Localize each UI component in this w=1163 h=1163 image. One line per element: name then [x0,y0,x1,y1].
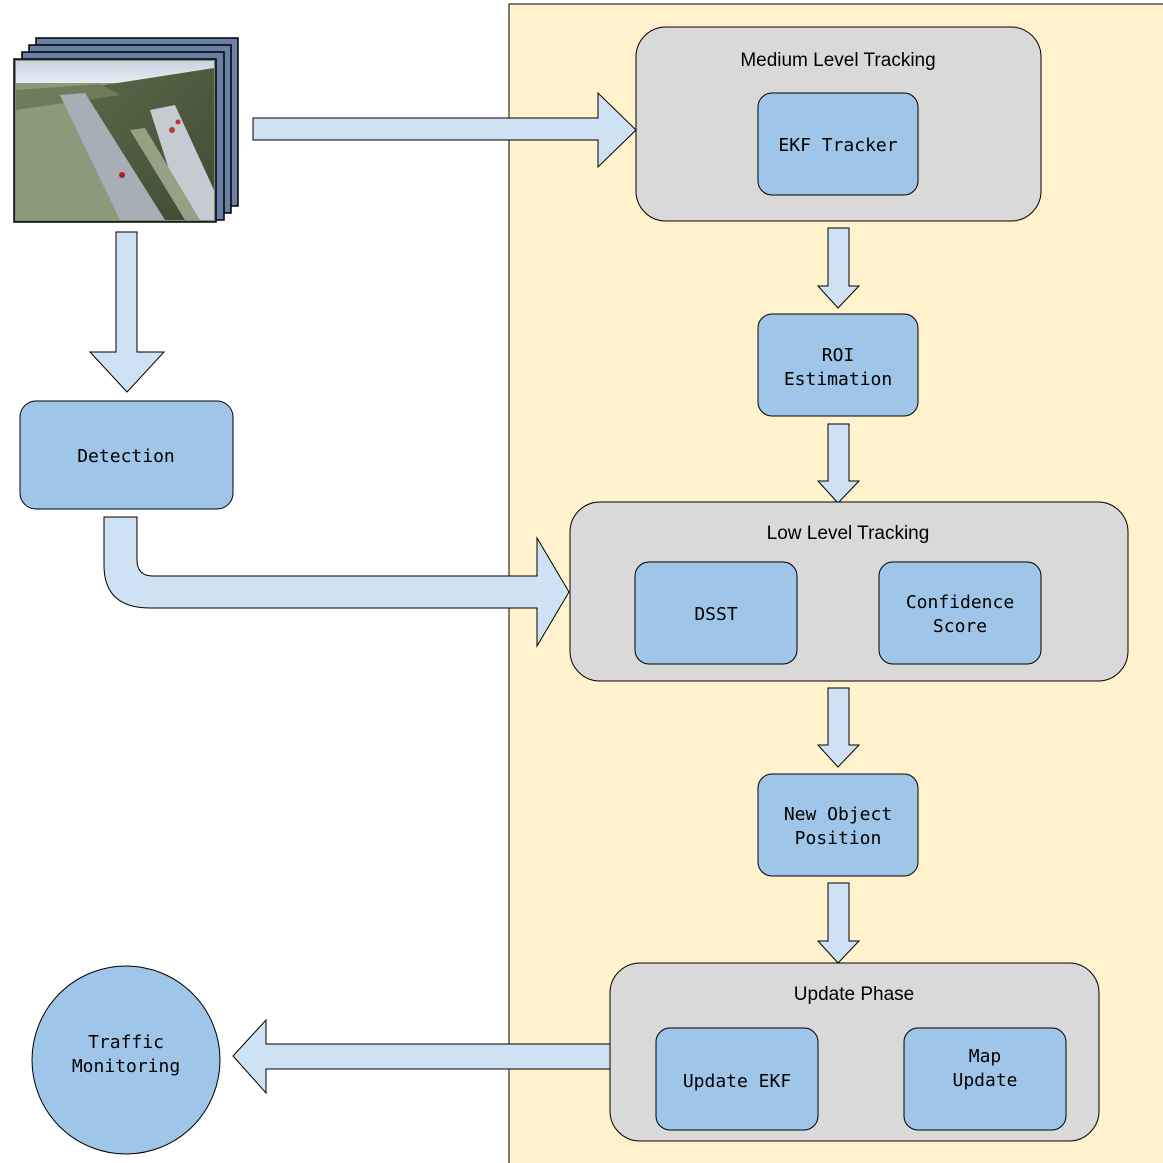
group-title-low: Low Level Tracking [767,523,930,544]
node-roi-estimation: ROI Estimation [757,313,919,417]
node-map-update-label-1: Map [969,1046,1002,1067]
arrow-frames-to-detection [88,231,166,393]
node-roi-label-2: Estimation [784,369,892,390]
arrow-newobject-to-update [816,882,861,964]
node-confidence-score: Confidence Score [878,561,1042,665]
node-ekf-tracker: EKF Tracker [757,92,919,196]
node-traffic-label-2: Monitoring [72,1056,180,1077]
node-map-update: Map Update [903,1027,1067,1131]
arrow-detection-to-low [103,516,570,648]
node-dsst-label: DSST [694,604,738,625]
node-traffic-label-1: Traffic [88,1032,164,1053]
node-roi-label-1: ROI [822,345,855,366]
video-frames-stack-icon [13,37,239,223]
highway-camera-image [16,61,214,220]
node-map-update-label-2: Update [952,1070,1017,1091]
arrow-low-to-newobject [816,687,861,768]
arrow-frames-to-medium [252,91,637,169]
node-detection: Detection [19,400,234,510]
node-confidence-label-2: Score [933,616,987,637]
node-new-object-position: New Object Position [757,773,919,877]
arrow-roi-to-low [816,423,861,504]
node-detection-label: Detection [77,446,175,467]
arrow-update-to-traffic [232,1018,611,1095]
node-traffic-monitoring: Traffic Monitoring [31,965,221,1155]
arrow-medium-to-roi [816,227,861,309]
node-ekf-tracker-label: EKF Tracker [778,135,897,156]
node-confidence-label-1: Confidence [906,592,1014,613]
node-update-ekf-label: Update EKF [683,1071,791,1092]
node-update-ekf: Update EKF [655,1027,819,1131]
group-title-medium: Medium Level Tracking [740,50,935,71]
node-dsst: DSST [634,561,798,665]
group-title-update: Update Phase [794,984,914,1005]
node-new-object-label-1: New Object [784,804,892,825]
node-new-object-label-2: Position [795,828,882,849]
